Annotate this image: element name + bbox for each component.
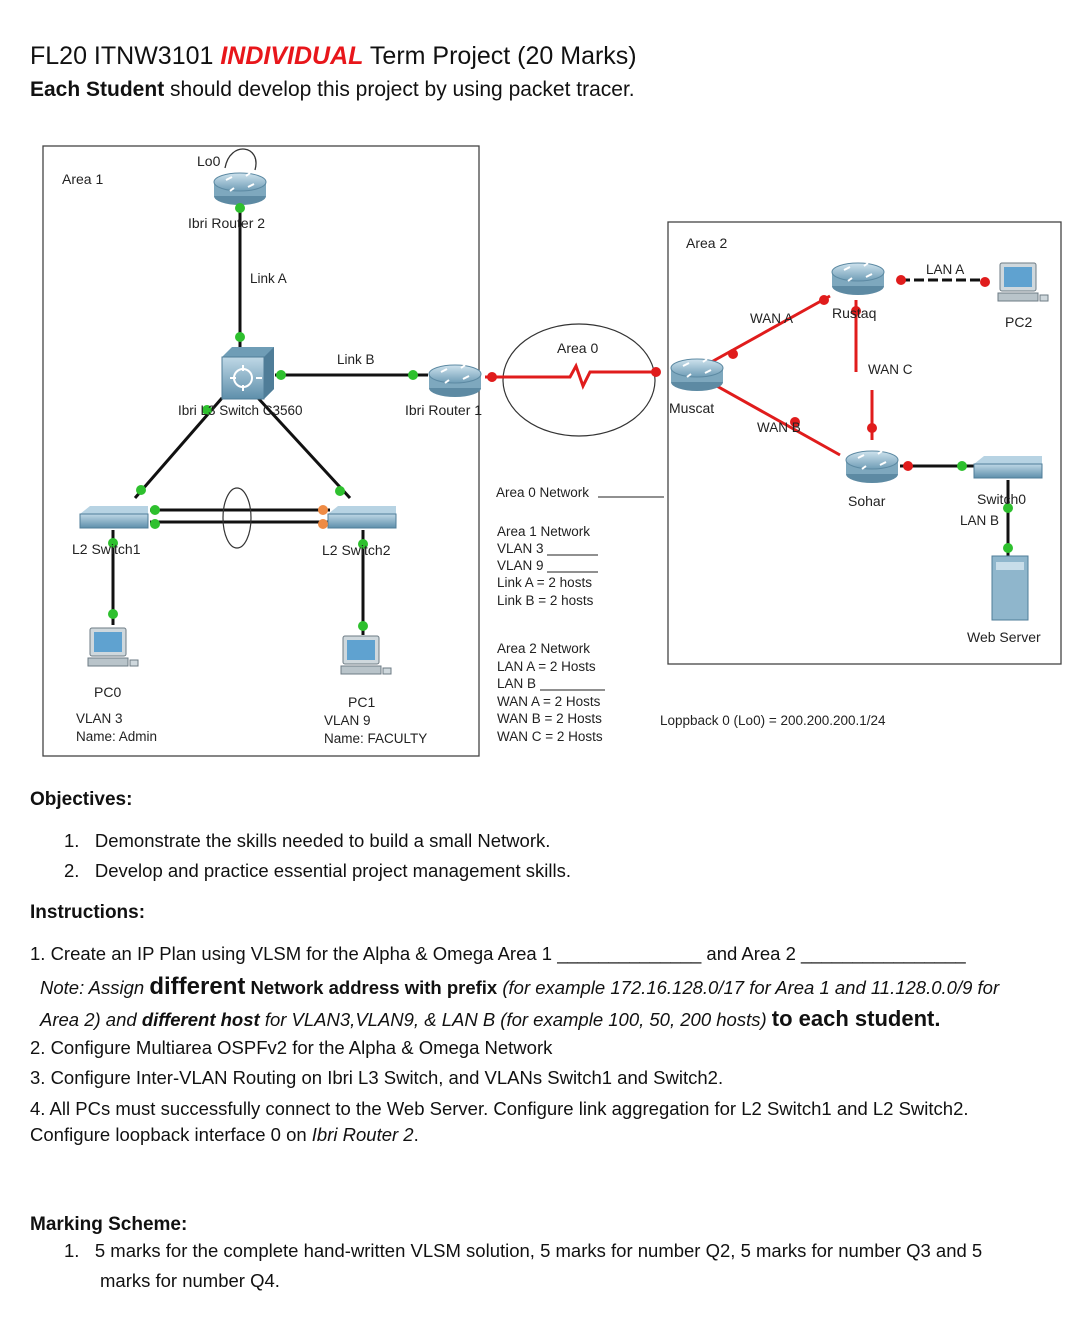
area2-network-note: Area 2 Network xyxy=(497,641,590,656)
link-a-label: Link A xyxy=(250,271,287,286)
pc0-vlan: VLAN 3 xyxy=(76,711,123,726)
page-title: FL20 ITNW3101 INDIVIDUAL Term Project (2… xyxy=(30,42,637,70)
lan-a-label: LAN A xyxy=(926,262,964,277)
area0-network-note: Area 0 Network xyxy=(496,485,589,500)
link-b-label: Link B xyxy=(337,352,375,367)
web-server-label: Web Server xyxy=(967,629,1041,645)
area1-label: Area 1 xyxy=(62,171,103,187)
instruction-2: 2. Configure Multiarea OSPFv2 for the Al… xyxy=(30,1037,553,1058)
muscat-label: Muscat xyxy=(669,400,714,416)
area1-vlan3: VLAN 3 xyxy=(497,541,544,556)
area1-network-note: Area 1 Network xyxy=(497,524,590,539)
instruction-3: 3. Configure Inter-VLAN Routing on Ibri … xyxy=(30,1067,724,1088)
objective-1: 1. Demonstrate the skills needed to buil… xyxy=(64,830,551,851)
instruction-4b: Configure loopback interface 0 on Ibri R… xyxy=(30,1124,419,1145)
instruction-note-line2: Area 2) and different host for VLAN3,VLA… xyxy=(40,1006,941,1031)
network-diagram: Area 1 Area 2 Area 0 Lo0 Ibri Router 2 L… xyxy=(42,145,1062,757)
area2-wanc: WAN C = 2 Hosts xyxy=(497,729,603,744)
area2-lana: LAN A = 2 Hosts xyxy=(497,659,596,674)
sohar-label: Sohar xyxy=(848,493,886,509)
area1-vlan9: VLAN 9 xyxy=(497,558,544,573)
pc0-name: Name: Admin xyxy=(76,729,157,744)
area0-label: Area 0 xyxy=(557,340,598,356)
ibri-router1-label: Ibri Router 1 xyxy=(405,402,482,418)
area2-wanb: WAN B = 2 Hosts xyxy=(497,711,602,726)
lan-b-label: LAN B xyxy=(960,513,999,528)
page-subtitle: Each Student should develop this project… xyxy=(30,78,635,101)
wan-a-label: WAN A xyxy=(750,311,793,326)
loopback-note: Loppback 0 (Lo0) = 200.200.200.1/24 xyxy=(660,713,886,728)
area1-linkb: Link B = 2 hosts xyxy=(497,593,594,608)
wan-b-label: WAN B xyxy=(757,420,801,435)
objective-2: 2. Develop and practice essential projec… xyxy=(64,860,571,881)
instruction-1: 1. Create an IP Plan using VLSM for the … xyxy=(30,943,966,964)
area1-linka: Link A = 2 hosts xyxy=(497,575,592,590)
title-emphasis: INDIVIDUAL xyxy=(220,42,364,70)
area2-label: Area 2 xyxy=(686,235,727,251)
l2-switch2-label: L2 Switch2 xyxy=(322,542,391,558)
marking-item-1-cont: marks for number Q4. xyxy=(100,1270,280,1291)
ibri-router2-label: Ibri Router 2 xyxy=(188,215,265,231)
instruction-4: 4. All PCs must successfully connect to … xyxy=(30,1098,969,1119)
lo0-label: Lo0 xyxy=(197,153,221,169)
instructions-heading: Instructions: xyxy=(30,902,146,923)
wan-c-label: WAN C xyxy=(868,362,913,377)
pc1-vlan: VLAN 9 xyxy=(324,713,371,728)
pc1-name: Name: FACULTY xyxy=(324,731,427,746)
objectives-heading: Objectives: xyxy=(30,789,133,810)
pc0-label: PC0 xyxy=(94,684,121,700)
pc1-label: PC1 xyxy=(348,694,375,710)
marking-heading: Marking Scheme: xyxy=(30,1214,188,1235)
marking-item-1: 1. 5 marks for the complete hand-written… xyxy=(64,1240,983,1261)
area2-wana: WAN A = 2 Hosts xyxy=(497,694,601,709)
l2-switch1-label: L2 Switch1 xyxy=(72,541,141,557)
instruction-note-line1: Note: Assign different Network address w… xyxy=(40,973,1000,1000)
ibri-l3-switch-label: Ibri L3 Switch C3560 xyxy=(178,403,303,418)
pc2-label: PC2 xyxy=(1005,314,1032,330)
switch0-label: Switch0 xyxy=(977,491,1026,507)
rustaq-label: Rustaq xyxy=(832,305,876,321)
area2-lanb: LAN B xyxy=(497,676,536,691)
